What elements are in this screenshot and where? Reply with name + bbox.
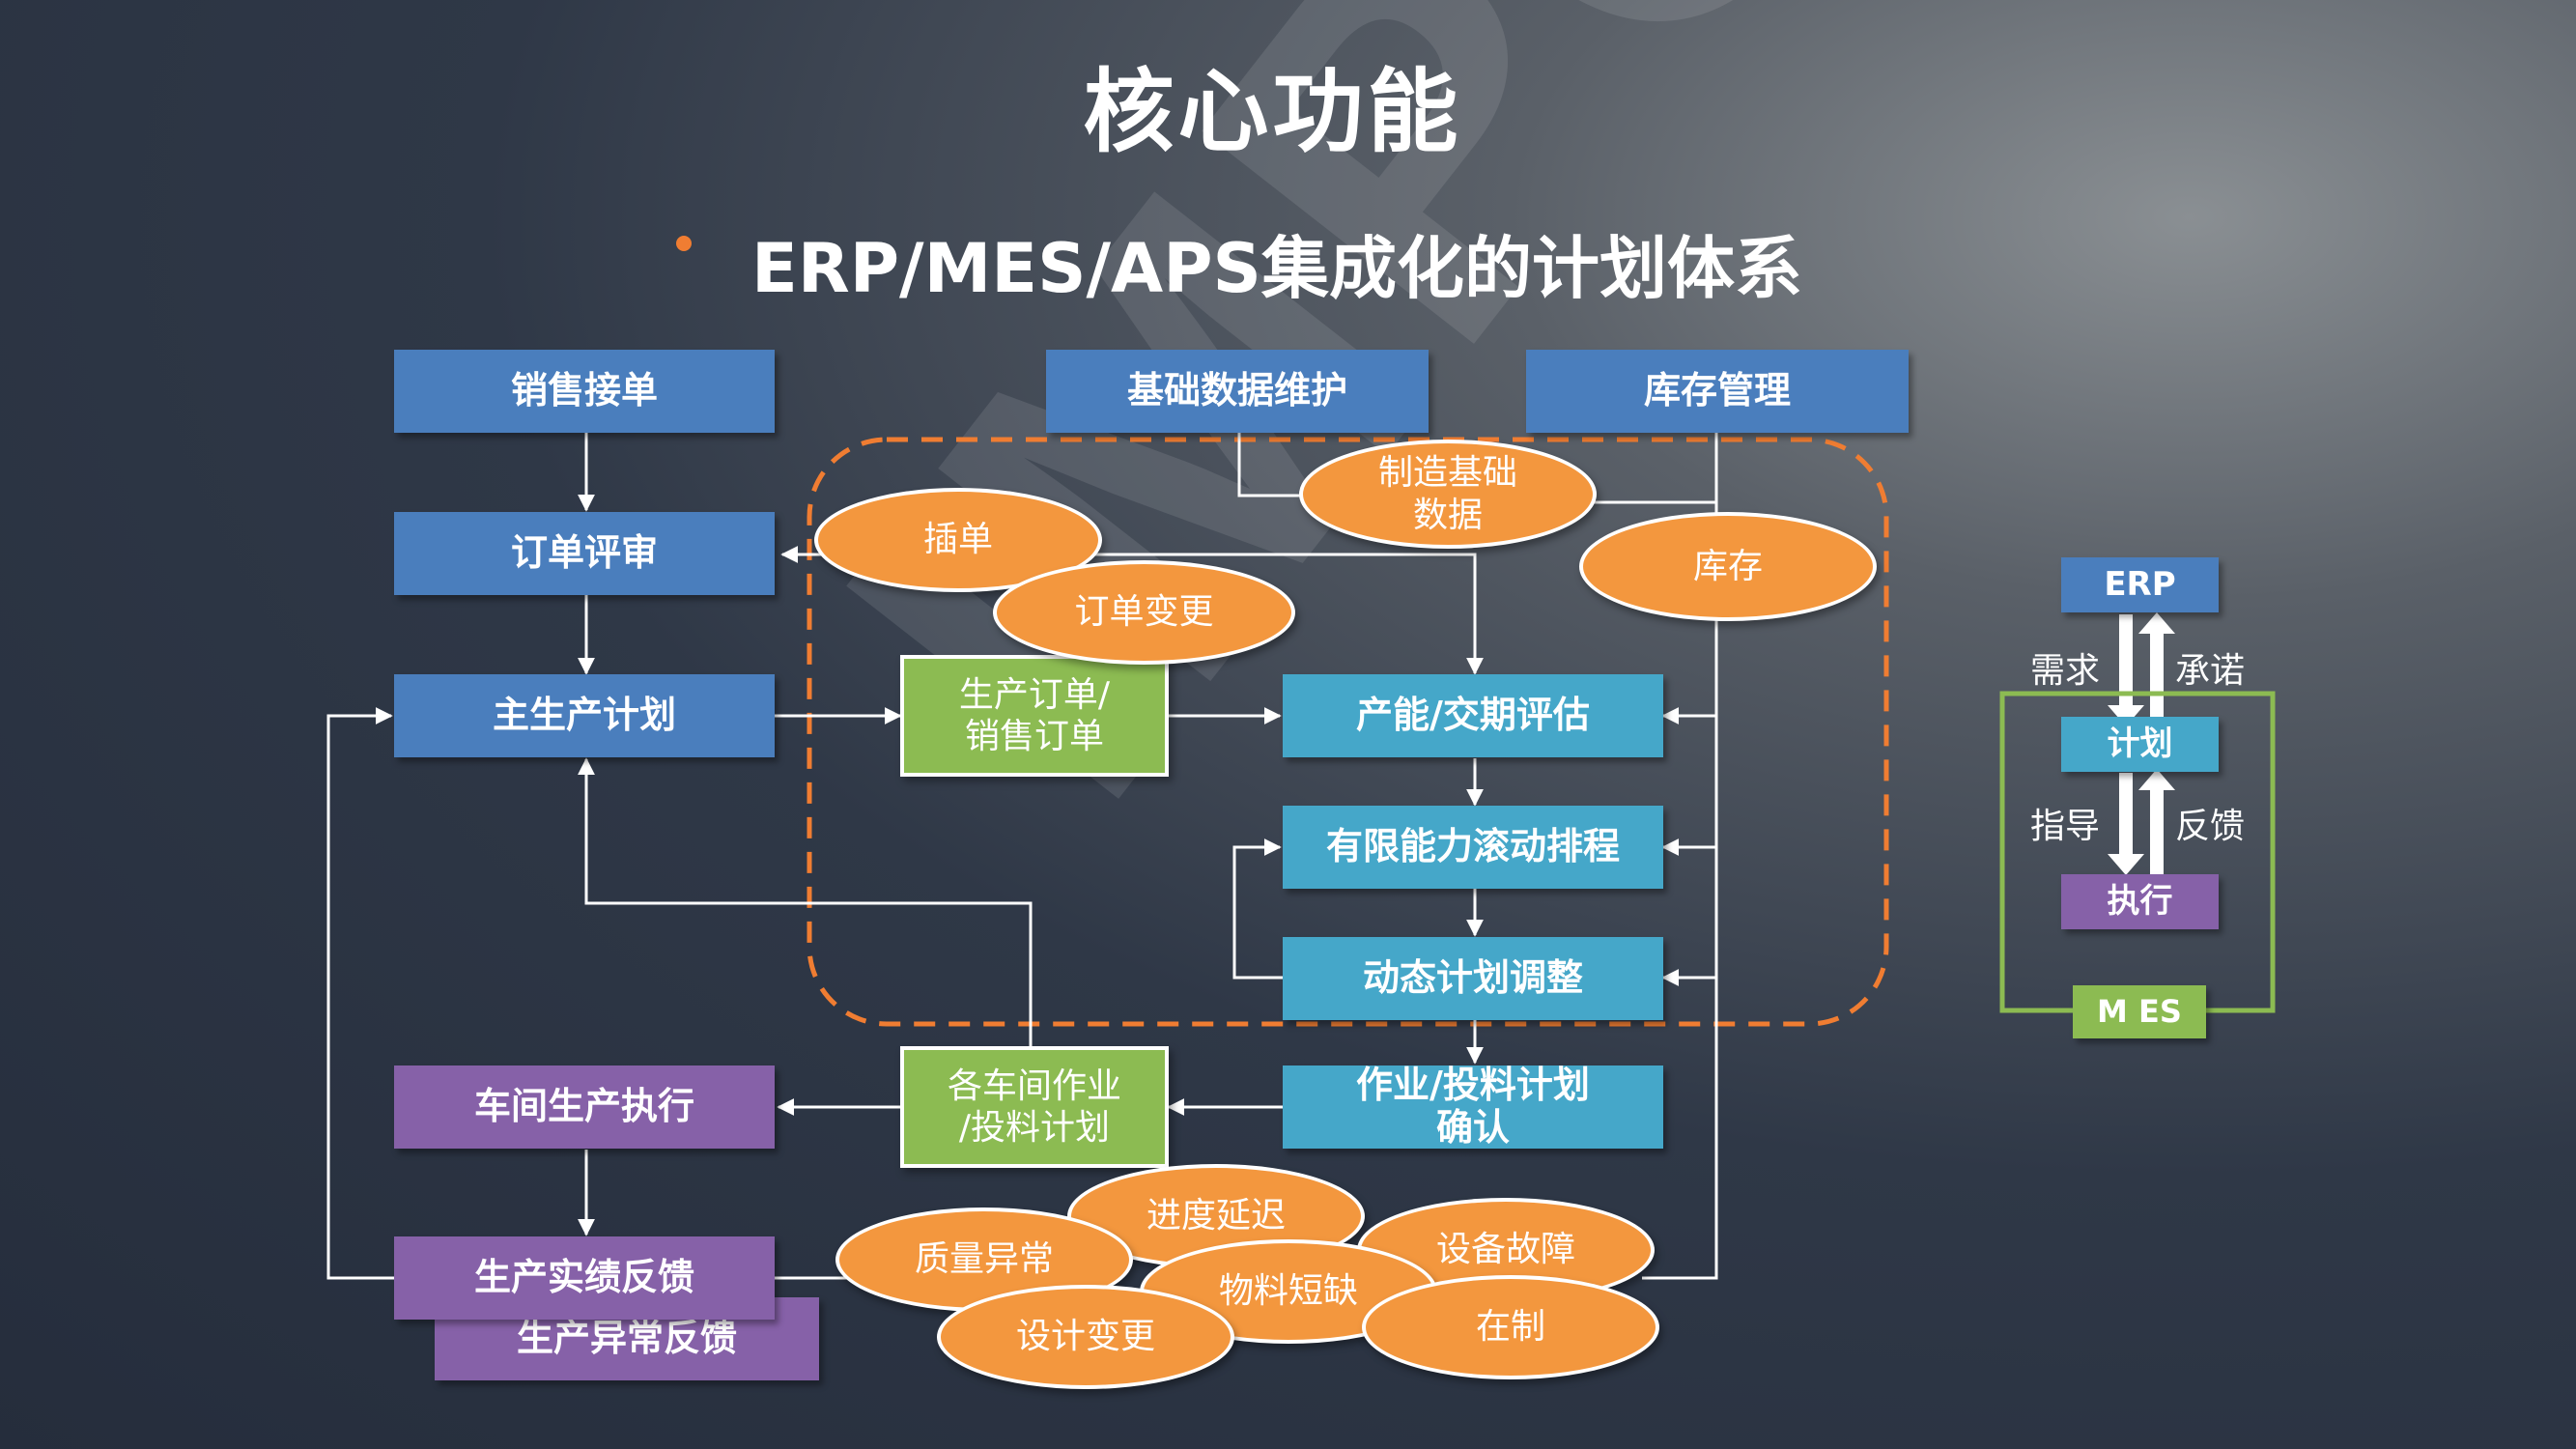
erp-box: ERP (2061, 557, 2219, 612)
order-change-oval: 订单变更 (993, 560, 1295, 665)
demand-label: 需求 (2030, 651, 2101, 691)
sales-order-box: 销售接单 (394, 350, 775, 433)
mes-label-box: M ES (2073, 985, 2206, 1038)
design-change-oval: 设计变更 (937, 1285, 1234, 1389)
mfg-basic-data-oval: 制造基础 数据 (1299, 440, 1597, 549)
workshop-execution-box: 车间生产执行 (394, 1065, 775, 1149)
production-order-line1: 生产订单/ (958, 674, 1111, 715)
plan-box: 计划 (2061, 717, 2219, 772)
work-plan-confirm-line1: 作业/投料计划 (1356, 1064, 1590, 1107)
workshop-plan-line2: /投料计划 (958, 1108, 1111, 1148)
inventory-mgmt-box: 库存管理 (1526, 350, 1909, 433)
subtitle: ERP/MES/APS集成化的计划体系 (751, 229, 1802, 308)
order-review-box: 订单评审 (394, 512, 775, 595)
finite-scheduling-box: 有限能力滚动排程 (1283, 806, 1663, 889)
production-order-line2: 销售订单 (964, 717, 1104, 756)
master-production-plan-box: 主生产计划 (394, 674, 775, 757)
workshop-plan-doc: 各车间作业 /投料计划 (900, 1046, 1169, 1168)
feedback-label: 反馈 (2175, 807, 2246, 846)
capacity-evaluation-box: 产能/交期评估 (1283, 674, 1663, 757)
mfg-data-line2: 数据 (1412, 495, 1483, 535)
page-title: 核心功能 (1083, 60, 1462, 165)
aps-boundary (807, 437, 1889, 1027)
quality-issue-oval: 质量异常 (835, 1208, 1133, 1312)
wip-oval: 在制 (1362, 1275, 1659, 1379)
actual-feedback-box: 生产实绩反馈 (394, 1236, 775, 1320)
bullet-dot (676, 236, 692, 251)
stock-oval: 库存 (1579, 512, 1877, 621)
execute-box: 执行 (2061, 874, 2219, 929)
guide-label: 指导 (2030, 807, 2101, 846)
dynamic-adjust-box: 动态计划调整 (1283, 937, 1663, 1020)
workshop-plan-line1: 各车间作业 (947, 1065, 1121, 1106)
work-plan-confirm-box: 作业/投料计划 确认 (1283, 1065, 1663, 1149)
production-order-doc: 生产订单/ 销售订单 (900, 655, 1169, 777)
mfg-data-line1: 制造基础 (1377, 453, 1517, 494)
work-plan-confirm-line2: 确认 (1435, 1106, 1510, 1149)
basic-data-box: 基础数据维护 (1046, 350, 1429, 433)
commit-label: 承诺 (2175, 651, 2246, 691)
